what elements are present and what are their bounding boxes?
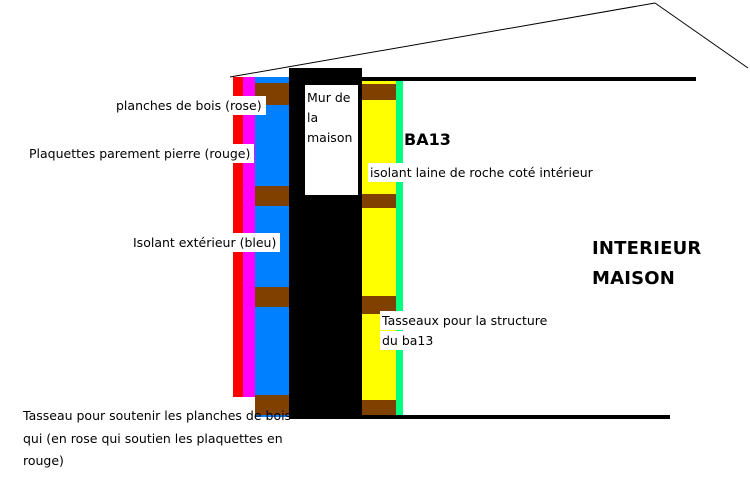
isolant-interieur-layer bbox=[362, 81, 396, 415]
tasseau-int-2 bbox=[362, 194, 396, 208]
label-tasseaux-line1: Tasseaux pour la structure bbox=[380, 311, 552, 330]
label-planches-bois: planches de bois (rose) bbox=[114, 96, 266, 115]
label-tasseau-line1: Tasseau pour soutenir les planches de bo… bbox=[23, 408, 292, 423]
floor-line bbox=[362, 415, 670, 419]
label-mur-line1: Mur de bbox=[307, 90, 351, 105]
mur-label-box bbox=[305, 85, 358, 195]
tasseau-ext-4 bbox=[255, 395, 289, 415]
tasseau-ext-3 bbox=[255, 287, 289, 307]
label-interieur: INTERIEUR bbox=[592, 238, 702, 259]
label-mur-line3: maison bbox=[307, 130, 353, 145]
label-tasseaux-line2: du ba13 bbox=[380, 331, 438, 350]
roof-line-right bbox=[654, 2, 749, 69]
label-tasseau-line2: qui (en rose qui soutien les plaquettes … bbox=[23, 431, 283, 446]
tasseau-ext-2 bbox=[255, 186, 289, 206]
label-isolant-exterieur: Isolant extérieur (bleu) bbox=[131, 233, 281, 252]
label-isolant-interieur: isolant laine de roche coté intérieur bbox=[368, 163, 597, 182]
tasseau-int-1 bbox=[362, 84, 396, 100]
tasseau-int-3 bbox=[362, 296, 396, 314]
label-ba13: BA13 bbox=[404, 130, 451, 149]
label-maison: MAISON bbox=[592, 268, 676, 289]
label-mur-line2: la bbox=[307, 110, 319, 125]
tasseau-int-4 bbox=[362, 400, 396, 415]
ba13-layer bbox=[396, 81, 403, 415]
ceiling-line bbox=[362, 77, 696, 81]
label-plaquettes: Plaquettes parement pierre (rouge) bbox=[27, 144, 255, 163]
roof-line-left bbox=[229, 2, 656, 78]
label-tasseau-line3: rouge) bbox=[23, 453, 64, 468]
